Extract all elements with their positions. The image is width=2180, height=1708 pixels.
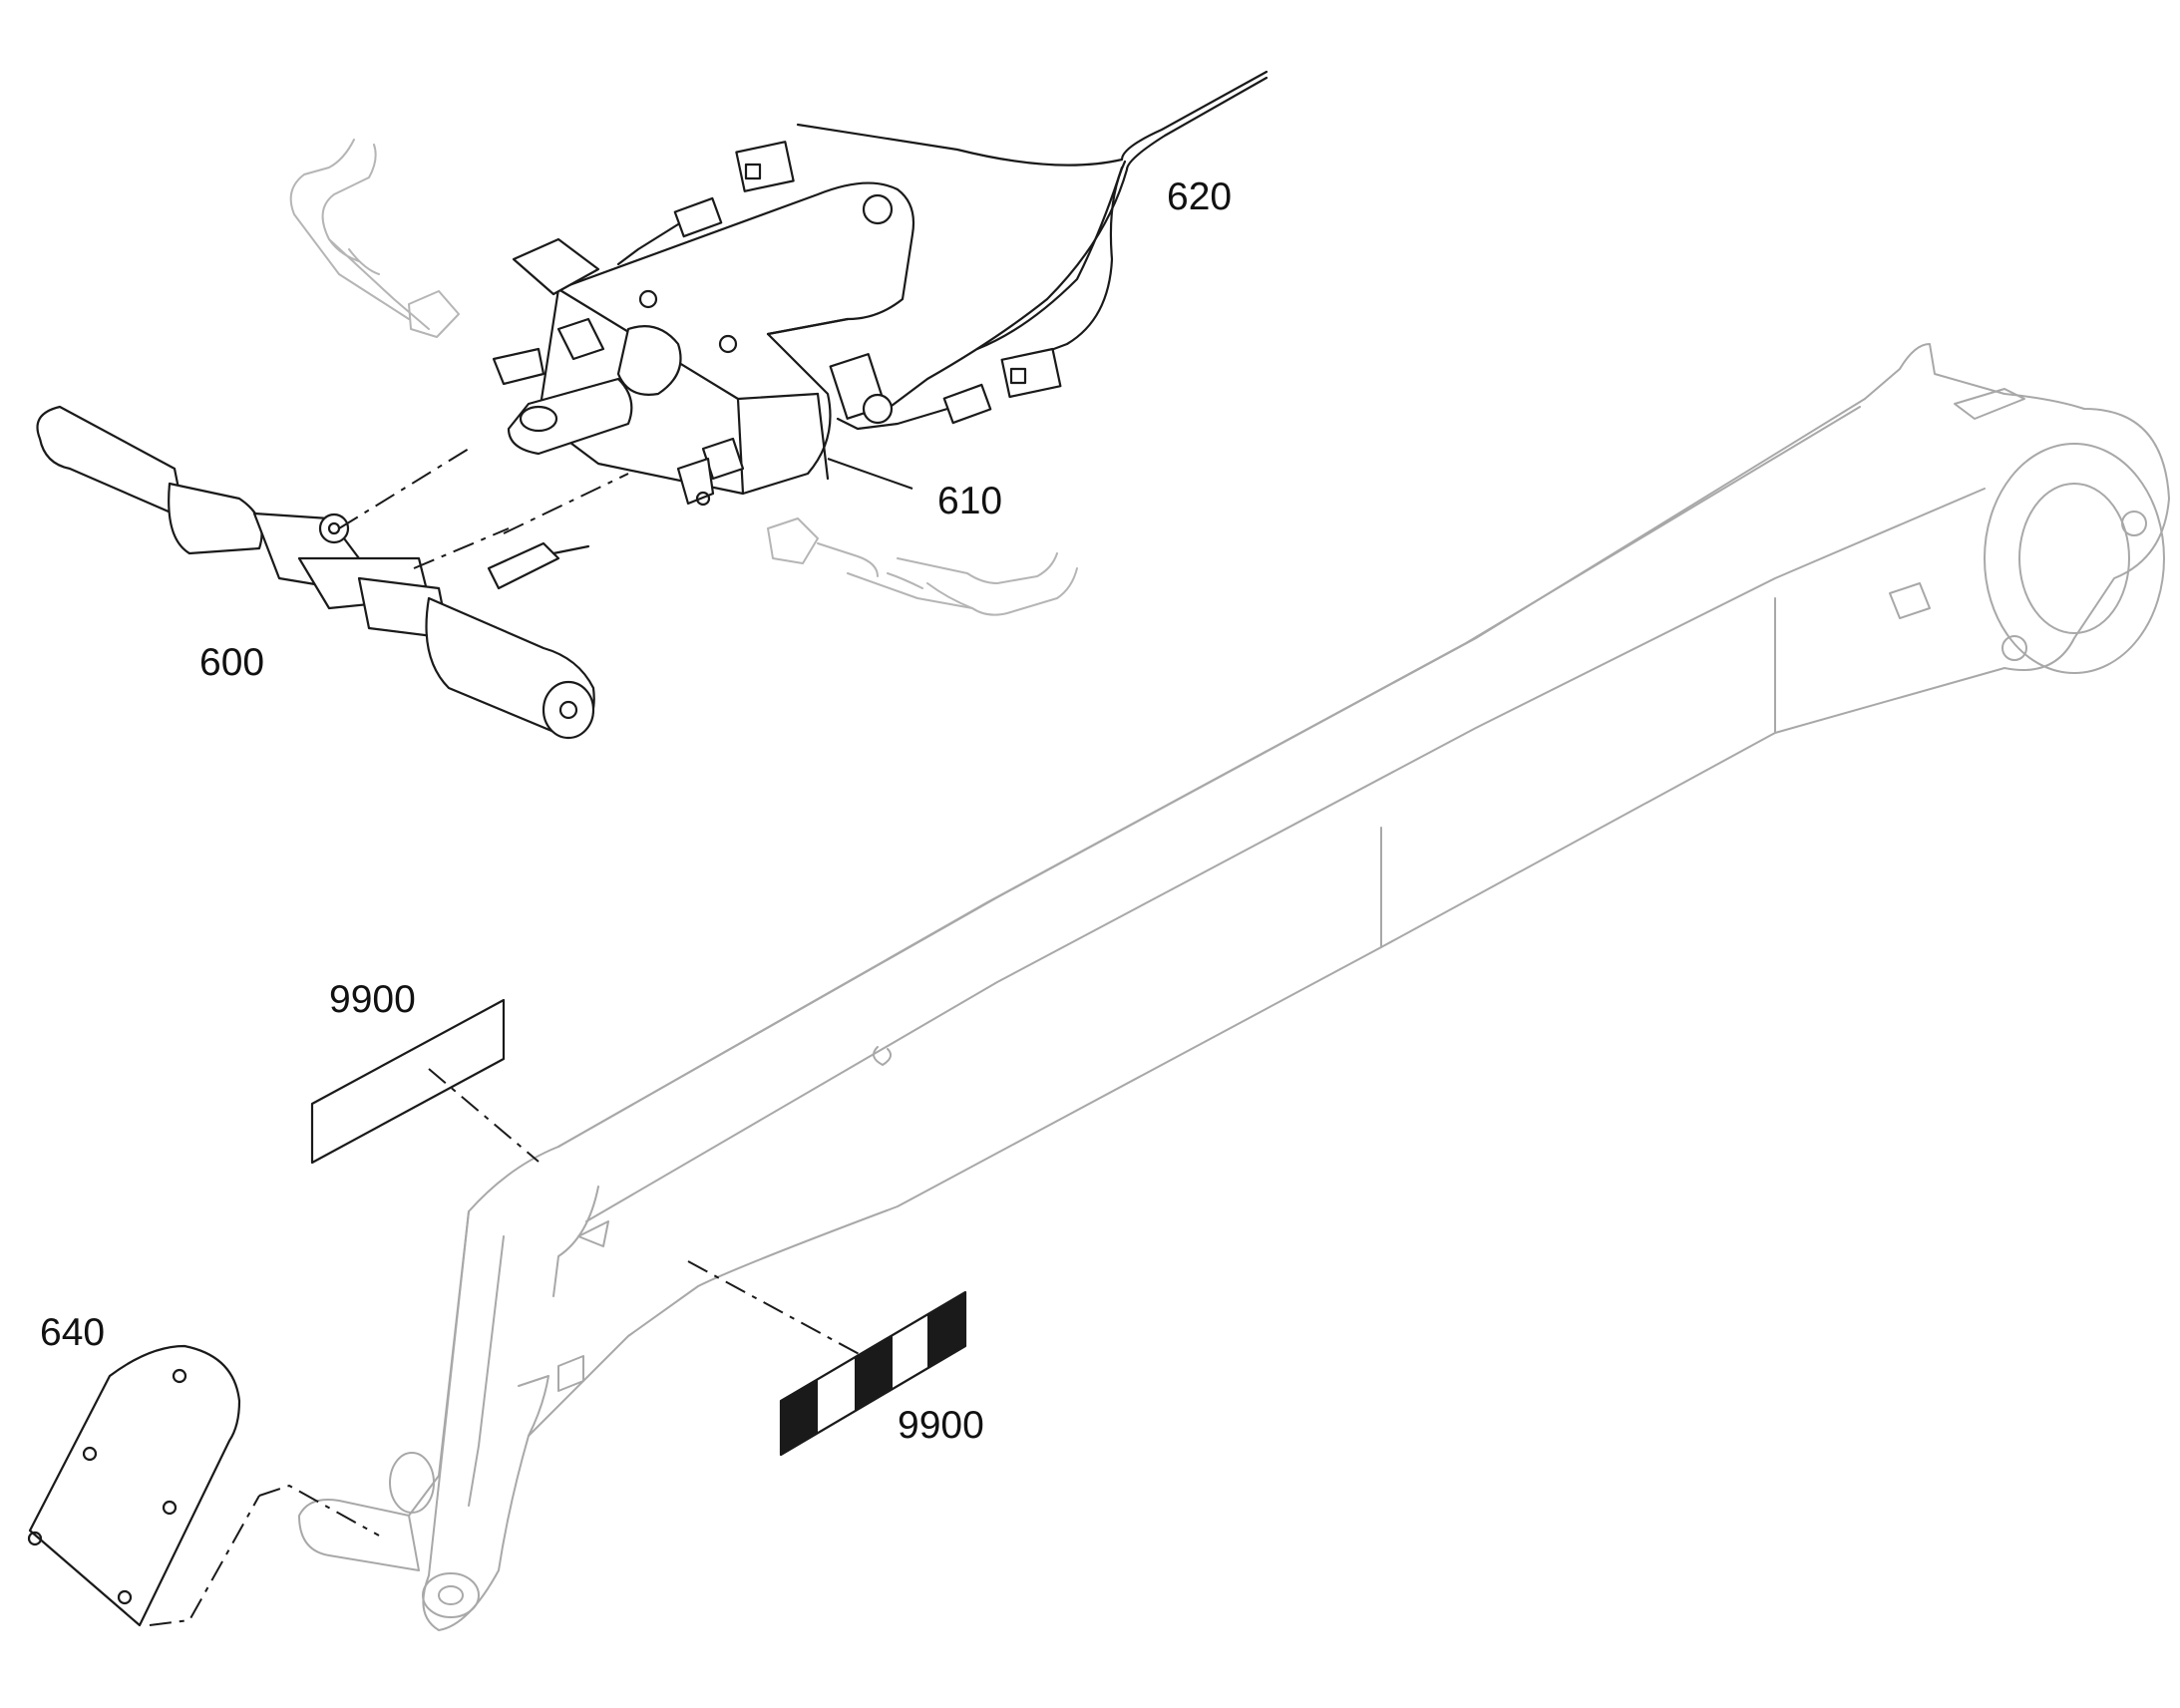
callout-620: 620: [1167, 175, 1233, 218]
decal-plain-9900: [310, 998, 506, 1165]
decal-striped-9900: [779, 1290, 967, 1457]
excavator-boom: [298, 343, 2170, 1631]
leader-lines: [827, 458, 913, 490]
cover-plate-640: [27, 1344, 241, 1627]
hose-assembly-600: [36, 405, 595, 740]
callout-9900-striped: 9900: [898, 1404, 984, 1447]
hydraulic-hoses-ghost: [289, 139, 1078, 616]
wiring-harness-620: [616, 70, 1269, 431]
assembly-lines: [149, 448, 864, 1626]
safety-valve-610: [492, 181, 915, 507]
callout-600: 600: [199, 641, 265, 684]
callout-9900-plain: 9900: [329, 978, 416, 1021]
callout-610: 610: [937, 480, 1003, 522]
callout-640: 640: [40, 1311, 106, 1354]
